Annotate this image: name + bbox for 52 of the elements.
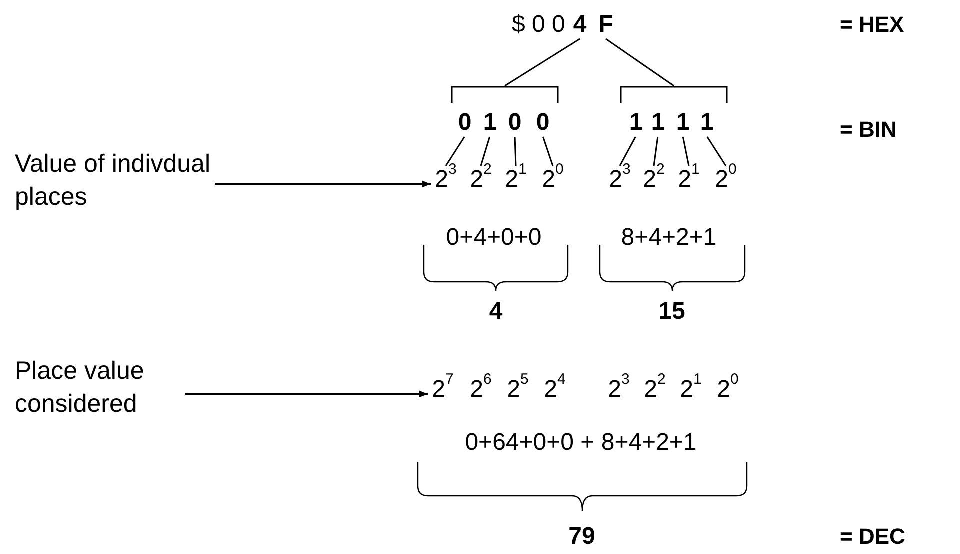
base-label: = HEX: [840, 11, 904, 39]
power-of-two: 2$^{3}$: [431, 166, 461, 194]
base-label: = DEC: [840, 523, 906, 551]
connector-line: [606, 38, 674, 87]
connector-line: [480, 136, 491, 166]
power-of-two: 2$^{1}$: [501, 166, 531, 194]
decimal-result: 4: [489, 298, 503, 326]
power-of-two: 2$^{0}$: [711, 166, 741, 194]
power-of-two: 2$^{2}$: [639, 166, 669, 194]
connector-line: [504, 38, 580, 87]
hex-prefix: $ 0 0: [512, 11, 566, 39]
connector-line: [682, 136, 690, 166]
arrow: [185, 390, 428, 398]
power-of-two: 2$^{3}$: [605, 166, 635, 194]
hex-digit: 4: [569, 11, 591, 39]
grouping-bracket: [620, 86, 728, 103]
binary-digit: 1: [698, 109, 716, 137]
sum-expression: 0+4+0+0: [446, 224, 542, 252]
power-of-two: 2$^{7}$: [428, 376, 458, 404]
hex-digit: F: [596, 11, 616, 39]
binary-digit: 0: [534, 109, 552, 137]
annotation-text: Place value considered: [15, 355, 185, 421]
sum-expression: 0+64+0+0 + 8+4+2+1: [465, 429, 697, 457]
power-of-two: 2$^{3}$: [608, 376, 630, 404]
sum-expression: 8+4+2+1: [621, 224, 717, 252]
binary-digit: 1: [481, 109, 499, 137]
connector-line: [619, 136, 636, 166]
power-of-two: 2$^{2}$: [466, 166, 496, 194]
power-of-two: 2$^{1}$: [680, 376, 702, 404]
binary-digit: 0: [506, 109, 524, 137]
binary-digit: 1: [649, 109, 667, 137]
decimal-result: 15: [658, 298, 686, 326]
power-of-two: 2$^{4}$: [544, 376, 566, 404]
arrow: [215, 180, 431, 188]
power-of-two: 2$^{6}$: [470, 376, 492, 404]
binary-digit: 1: [674, 109, 692, 137]
annotation-text: Value of indivdual places: [15, 148, 215, 214]
grouping-bracket: [451, 86, 559, 103]
binary-digit: 1: [627, 109, 645, 137]
binary-digit: 0: [456, 109, 474, 137]
power-of-two: 2$^{2}$: [644, 376, 666, 404]
power-of-two: 2$^{0}$: [538, 166, 568, 194]
connector-line: [706, 136, 727, 166]
power-of-two: 2$^{1}$: [674, 166, 704, 194]
connector-line: [653, 136, 659, 166]
connector-line: [445, 136, 466, 166]
decimal-result: 79: [568, 523, 596, 551]
power-of-two: 2$^{5}$: [507, 376, 529, 404]
connector-line: [514, 136, 517, 166]
connector-line: [542, 136, 554, 166]
power-of-two: 2$^{0}$: [717, 376, 739, 404]
base-label: = BIN: [840, 116, 897, 144]
